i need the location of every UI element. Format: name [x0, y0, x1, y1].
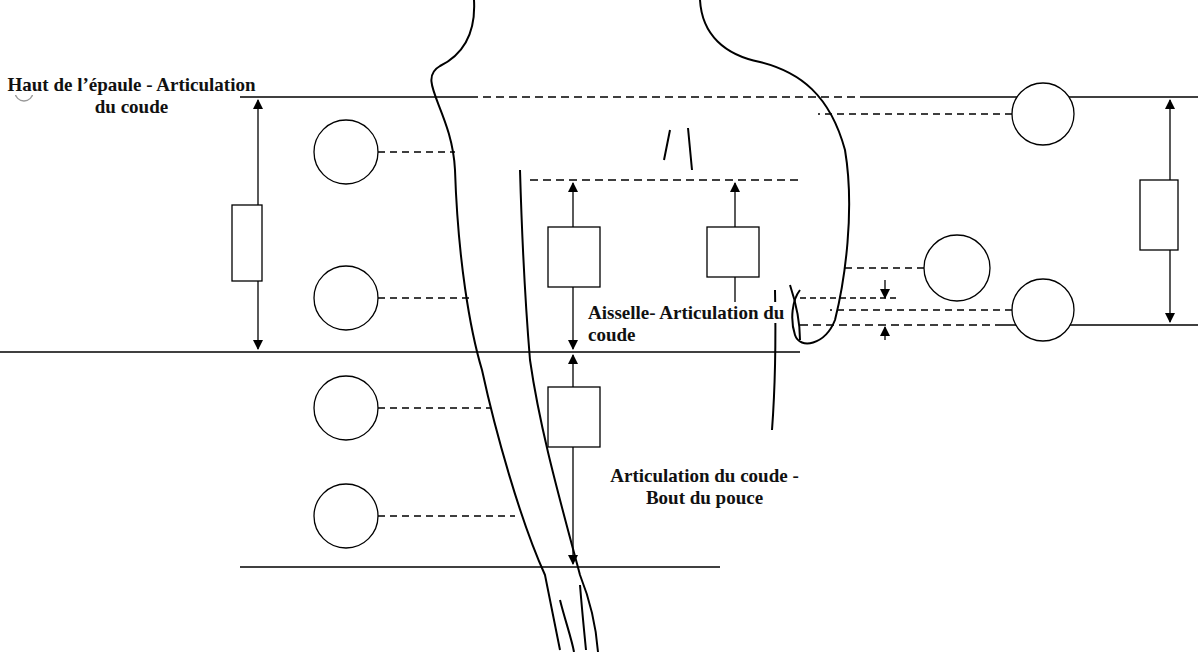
dimension-text: Articulation du coude - Bout du pouce [610, 465, 798, 508]
dimension-text: Haut de l’épaule - Articulation du coude [7, 74, 255, 117]
dimension-text: Aisselle- Articulation du coude [588, 302, 784, 345]
dimension-label: Articulation du coude - Bout du pouce [597, 465, 812, 509]
dimension-label: Aisselle- Articulation du coude [588, 302, 803, 346]
dimension-label: Haut de l’épaule - Articulation du coude [4, 74, 259, 118]
